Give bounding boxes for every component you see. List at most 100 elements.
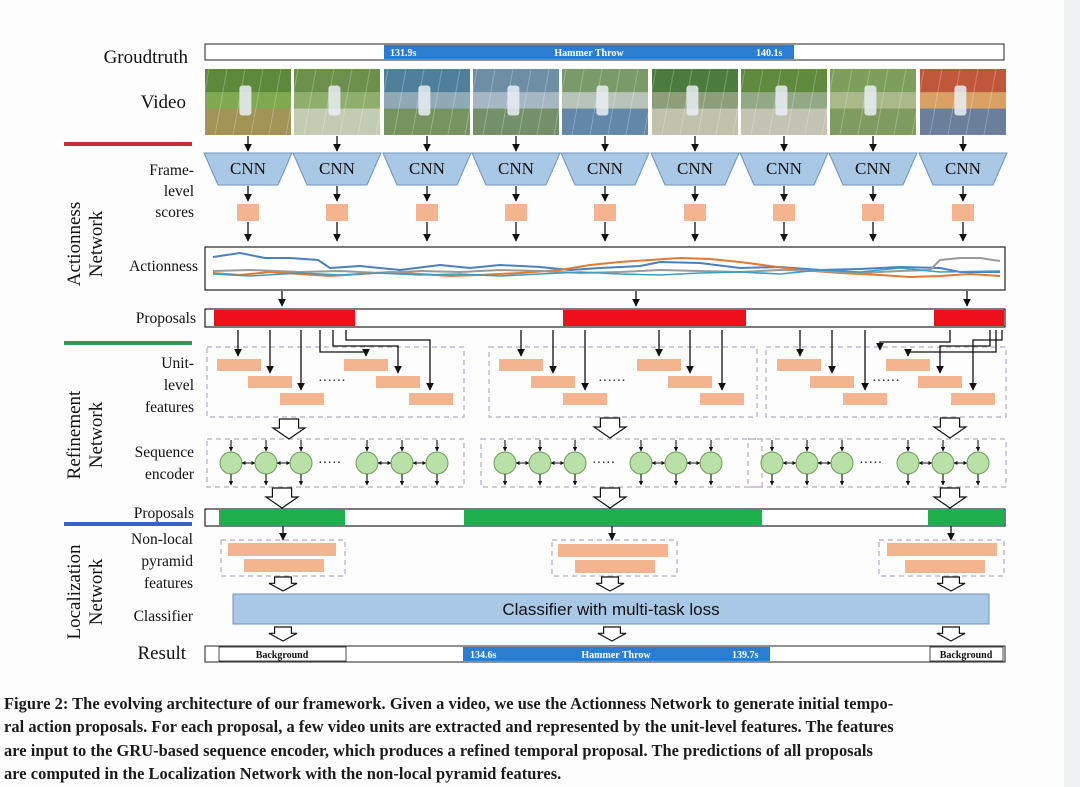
unit-feature-box bbox=[886, 359, 930, 371]
unit-feature-group: ······ bbox=[488, 330, 758, 418]
unit-feature-box bbox=[810, 376, 854, 388]
cnn-unit-5: CNN bbox=[560, 136, 650, 242]
hollow-arrow bbox=[936, 576, 966, 592]
gru-cell bbox=[493, 451, 517, 475]
section-title-refinement-2: Network bbox=[86, 401, 107, 468]
unit-feature-box bbox=[668, 376, 712, 388]
architecture-figure: Groudtruth Video Frame- level scores Act… bbox=[64, 43, 1008, 664]
result-background-left bbox=[218, 646, 347, 662]
unit-feature-group: ······ bbox=[765, 330, 1007, 418]
actionness-curve-teal bbox=[212, 267, 1001, 277]
gru-cell bbox=[289, 451, 313, 475]
pyramid-feature-bar bbox=[905, 560, 985, 573]
gru-cell bbox=[390, 451, 414, 475]
hollow-arrow bbox=[595, 576, 625, 592]
pyramid-feature-bar bbox=[244, 559, 324, 572]
row-label-nonlocal-2: pyramid bbox=[141, 553, 193, 570]
unit-feature-box bbox=[344, 359, 388, 371]
hollow-arrow bbox=[268, 576, 298, 592]
frame-score-box bbox=[952, 204, 974, 221]
ellipsis-dots: ····· bbox=[318, 456, 341, 471]
frame-score-box bbox=[326, 204, 348, 221]
row-label-video: Video bbox=[141, 92, 186, 113]
cnn-unit-8: CNN bbox=[828, 136, 918, 242]
cnn-label: CNN bbox=[855, 159, 891, 178]
sequence-encoder-group: ····· bbox=[206, 438, 465, 488]
row-label-proposals-mid: Proposals bbox=[134, 505, 194, 522]
unit-feature-box bbox=[499, 359, 543, 371]
sequence-encoder: ··············· bbox=[206, 438, 1007, 488]
unit-feature-box bbox=[843, 393, 887, 405]
gru-cell bbox=[966, 451, 990, 475]
gru-cell bbox=[563, 451, 587, 475]
nonlocal-feature-group bbox=[551, 539, 678, 577]
result-left-label: Background bbox=[256, 650, 309, 661]
unit-feature-box bbox=[951, 393, 995, 405]
caption-line-2: ral action proposals. For each proposal,… bbox=[4, 717, 894, 737]
sequence-encoder-group: ····· bbox=[480, 438, 763, 488]
frame-score-box bbox=[684, 204, 706, 221]
row-label-unit-features-3: features bbox=[145, 399, 194, 416]
proposal-green-3 bbox=[928, 510, 1004, 525]
video-thumbnail-blurred-field bbox=[821, 68, 916, 136]
hollow-arrow bbox=[592, 487, 628, 509]
nonlocal-feature-group bbox=[220, 539, 346, 577]
hollow-arrow bbox=[932, 417, 968, 439]
hollow-arrow bbox=[268, 626, 298, 642]
cnn-label: CNN bbox=[409, 159, 445, 178]
video-thumbnail-athlete-net-2 bbox=[464, 68, 559, 136]
ellipsis-dots: ······ bbox=[872, 374, 900, 389]
cnn-unit-3: CNN bbox=[382, 136, 472, 242]
unit-feature-box bbox=[217, 359, 261, 371]
hollow-arrow bbox=[592, 417, 628, 439]
frame-score-box bbox=[773, 204, 795, 221]
cnn-label: CNN bbox=[766, 159, 802, 178]
cnn-unit-1: CNN bbox=[203, 136, 293, 242]
hollow-arrow bbox=[264, 487, 300, 509]
classifier-box bbox=[232, 593, 990, 625]
groundtruth-segment bbox=[384, 45, 794, 59]
caption-line-1: Figure 2: The evolving architecture of o… bbox=[4, 694, 894, 713]
cnn-label: CNN bbox=[945, 159, 981, 178]
actionness-curve-blue bbox=[212, 251, 1000, 273]
page-margin bbox=[1064, 0, 1080, 787]
actionness-curve-orange bbox=[212, 256, 1001, 279]
gru-cell bbox=[830, 451, 854, 475]
row-label-actionness: Actionness bbox=[129, 258, 198, 275]
pyramid-feature-bar bbox=[228, 543, 336, 556]
section-title-refinement-1: Refinement bbox=[64, 390, 85, 479]
pyramid-feature-bar bbox=[575, 560, 655, 573]
unit-feature-box bbox=[531, 376, 575, 388]
actionness-curve-gray bbox=[212, 257, 1001, 275]
cnn-unit-4: CNN bbox=[471, 136, 561, 242]
section-title-localization-1: Localization bbox=[64, 544, 85, 639]
gru-cell bbox=[219, 451, 243, 475]
video-thumbnail-athlete-net-3 bbox=[553, 68, 648, 136]
gru-cell bbox=[629, 451, 653, 475]
unit-feature-box bbox=[248, 376, 292, 388]
groundtruth-start: 131.9s bbox=[390, 48, 417, 59]
hollow-arrow bbox=[597, 626, 627, 642]
ellipsis-dots: ······ bbox=[318, 374, 346, 389]
video-thumbnail-stadium-wide bbox=[196, 68, 291, 136]
gru-cell bbox=[760, 451, 784, 475]
row-label-classifier: Classifier bbox=[134, 608, 194, 625]
cnn-column: CNN CNN CNN CNN CNN CNN CNN CNN CNN bbox=[203, 136, 1008, 242]
cnn-label: CNN bbox=[498, 159, 534, 178]
classifier-text: Classifier with multi-task loss bbox=[502, 600, 719, 619]
groundtruth-label: Hammer Throw bbox=[554, 48, 624, 59]
row-label-unit-features-2: level bbox=[164, 377, 194, 394]
section-title-actionness-1: Actionness bbox=[64, 202, 85, 286]
groundtruth-end: 140.1s bbox=[756, 48, 783, 59]
section-title-actionness-2: Network bbox=[86, 210, 107, 277]
unit-feature-box bbox=[777, 359, 821, 371]
cnn-label: CNN bbox=[677, 159, 713, 178]
unit-feature-box bbox=[700, 393, 744, 405]
video-thumbnail-throw-circle bbox=[285, 68, 380, 136]
result-background-right bbox=[929, 646, 1004, 662]
row-label-frame-scores-1: Frame- bbox=[149, 162, 194, 179]
ellipsis-dots: ······ bbox=[598, 374, 626, 389]
unit-feature-box bbox=[280, 393, 324, 405]
row-label-groundtruth: Groudtruth bbox=[104, 47, 189, 68]
cnn-label: CNN bbox=[319, 159, 355, 178]
